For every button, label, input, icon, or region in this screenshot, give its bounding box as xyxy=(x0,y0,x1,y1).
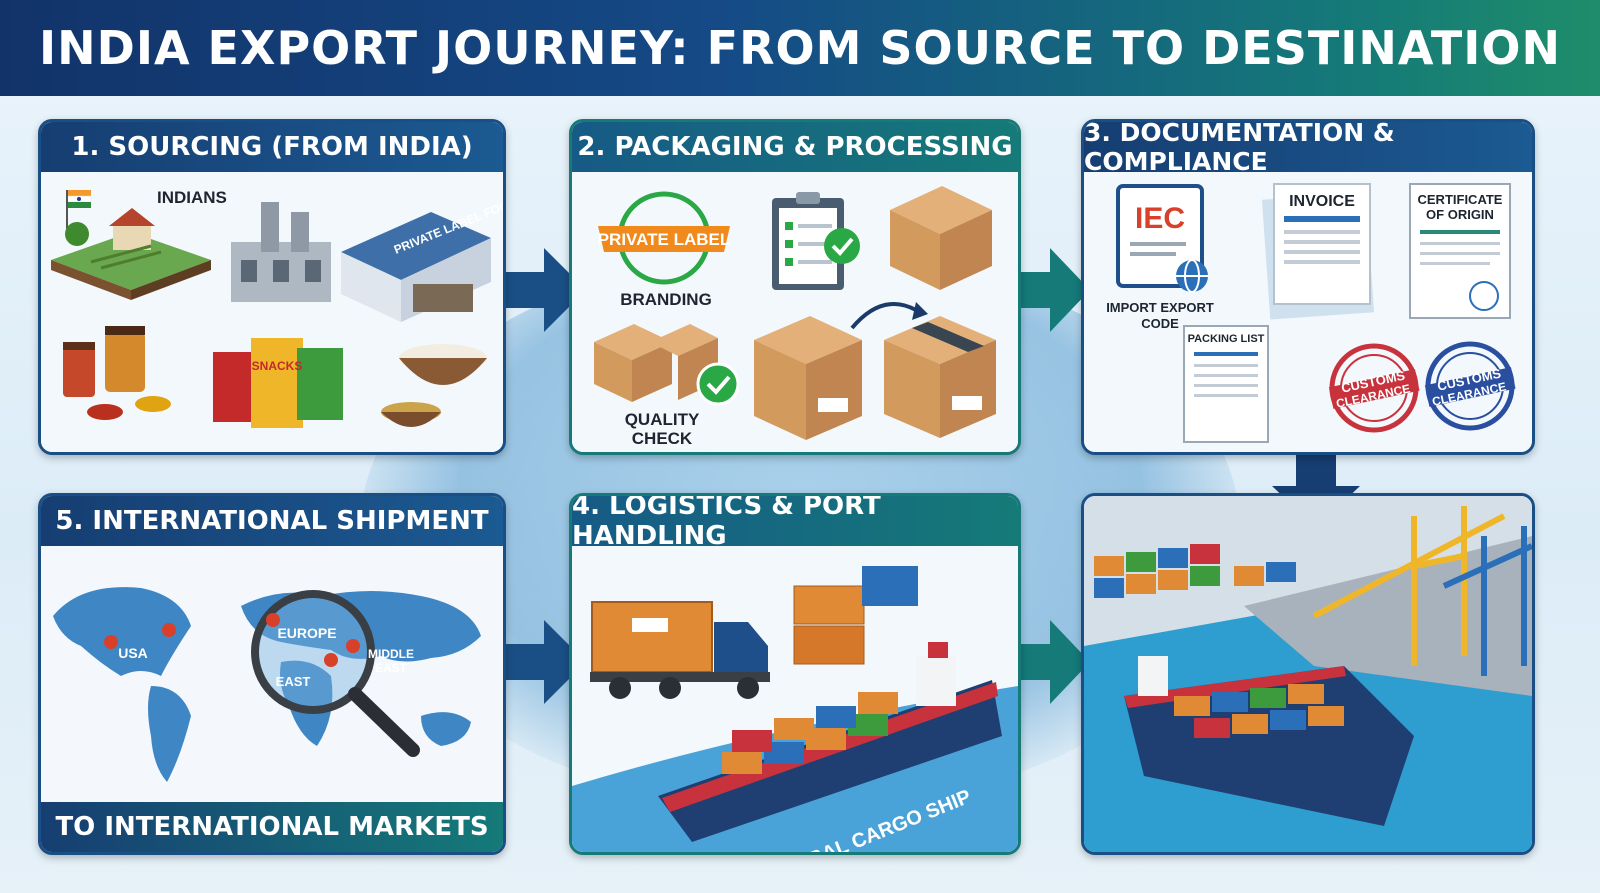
logistics-panel: 4. LOGISTICS & PORT HANDLING xyxy=(569,493,1021,855)
map-label-europe: EUROPE xyxy=(277,625,336,641)
arrow-down-icon xyxy=(1272,450,1360,528)
magnifier-icon xyxy=(251,590,420,757)
logistics-body: GLOBAL CARGO SHIP xyxy=(572,546,1018,852)
arrow-right-icon xyxy=(1014,620,1090,704)
port-crane-blue-icon xyxy=(1442,526,1532,676)
world-map-illustration: USA EUROPE EAST MIDDLE EAST xyxy=(53,587,481,782)
port-ship-icon xyxy=(1124,656,1414,826)
logistics-illustration: GLOBAL CARGO SHIP xyxy=(572,566,1018,852)
port-illustration xyxy=(1084,496,1532,852)
sealed-box-icon xyxy=(850,302,996,438)
india-flag-icon xyxy=(66,190,92,232)
documentation-heading: 3. DOCUMENTATION & COMPLIANCE xyxy=(1084,122,1532,176)
packing-list-document-icon xyxy=(1183,325,1269,443)
port-containers-icon xyxy=(1094,544,1296,598)
certificate-title-1: CERTIFICATE xyxy=(1418,192,1503,207)
invoice-document-icon xyxy=(1261,183,1375,320)
cargo-ship-icon xyxy=(658,642,1002,842)
certificate-title-2: OF ORIGIN xyxy=(1426,207,1494,222)
map-label-middle: MIDDLE xyxy=(368,647,414,661)
shipment-footer-text: TO INTERNATIONAL MARKETS xyxy=(55,812,489,842)
snacks-icon: SNACKS xyxy=(213,338,343,428)
packaging-heading: 2. PACKAGING & PROCESSING xyxy=(572,122,1018,172)
sourcing-illustration: PRIVATE LABEL FOODS SNACKS xyxy=(51,190,503,428)
shipment-panel: 5. INTERNATIONAL SHIPMENT USA EUROPE EAS… xyxy=(38,493,506,855)
arrow-right-icon xyxy=(500,248,586,332)
port-panel xyxy=(1081,493,1535,855)
location-pin-icon xyxy=(104,613,360,667)
clipboard-checklist-icon xyxy=(772,192,860,290)
documentation-panel: 3. DOCUMENTATION & COMPLIANCE IEC xyxy=(1081,119,1535,455)
customs-stamp-red-icon xyxy=(1328,343,1420,433)
map-label-east: EAST xyxy=(276,674,311,689)
port-crane-icon xyxy=(1312,506,1506,666)
sourcing-panel: 1. SOURCING (FROM INDIA) xyxy=(38,119,506,455)
branding-label: BRANDING xyxy=(620,290,712,309)
iec-caption-1: IMPORT EXPORT xyxy=(1106,300,1214,315)
snacks-label: SNACKS xyxy=(252,359,303,373)
quality-check-boxes-icon xyxy=(594,324,740,406)
shipment-footer: TO INTERNATIONAL MARKETS xyxy=(41,802,503,852)
iec-document-icon xyxy=(1116,184,1208,293)
cardboard-box-icon xyxy=(890,186,992,290)
iec-text: IEC xyxy=(1135,202,1185,235)
farm-label: INDIANS xyxy=(157,188,227,207)
packaging-illustration: PRIVATE LABEL xyxy=(594,186,996,440)
packing-list-title: PACKING LIST xyxy=(1188,333,1265,345)
factory-icon xyxy=(231,202,331,302)
shipment-heading: 5. INTERNATIONAL SHIPMENT xyxy=(41,496,503,546)
shipment-body: USA EUROPE EAST MIDDLE EAST xyxy=(41,546,503,802)
private-label-badge-icon xyxy=(598,191,730,285)
customs-stamp-blue-icon xyxy=(1424,341,1516,431)
sourcing-heading: 1. SOURCING (FROM INDIA) xyxy=(41,122,503,172)
documentation-body: IEC INVOICE CERTIFICATE xyxy=(1084,172,1532,452)
map-label-east-2: EAST xyxy=(375,661,408,675)
package-box-icon xyxy=(754,316,862,440)
quality-check-label-2: CHECK xyxy=(631,429,693,448)
sourcing-body: PRIVATE LABEL FOODS SNACKS xyxy=(41,172,503,452)
truck-icon xyxy=(590,601,770,699)
grain-bowls-icon xyxy=(381,344,487,427)
arrow-right-icon xyxy=(1014,248,1090,332)
page-title: INDIA EXPORT JOURNEY: FROM SOURCE TO DES… xyxy=(39,21,1561,75)
arrow-right-icon xyxy=(500,620,586,704)
invoice-title: INVOICE xyxy=(1289,193,1355,210)
warehouse-icon xyxy=(341,212,491,322)
packaging-body: PRIVATE LABEL xyxy=(572,172,1018,452)
map-label-usa: USA xyxy=(118,645,148,661)
documentation-illustration: IEC INVOICE CERTIFICATE xyxy=(1116,183,1516,443)
iec-caption-2: CODE xyxy=(1141,316,1179,331)
packaging-panel: 2. PACKAGING & PROCESSING PRIVATE LABEL xyxy=(569,119,1021,455)
certificate-document-icon xyxy=(1409,183,1511,319)
title-bar: INDIA EXPORT JOURNEY: FROM SOURCE TO DES… xyxy=(0,0,1600,96)
private-label-badge-text: PRIVATE LABEL xyxy=(598,230,731,249)
farm-icon xyxy=(51,208,211,300)
stacked-containers-icon xyxy=(793,566,918,665)
spices-icon xyxy=(63,326,171,420)
quality-check-label-1: QUALITY xyxy=(624,410,700,429)
logistics-heading: 4. LOGISTICS & PORT HANDLING xyxy=(572,496,1018,551)
